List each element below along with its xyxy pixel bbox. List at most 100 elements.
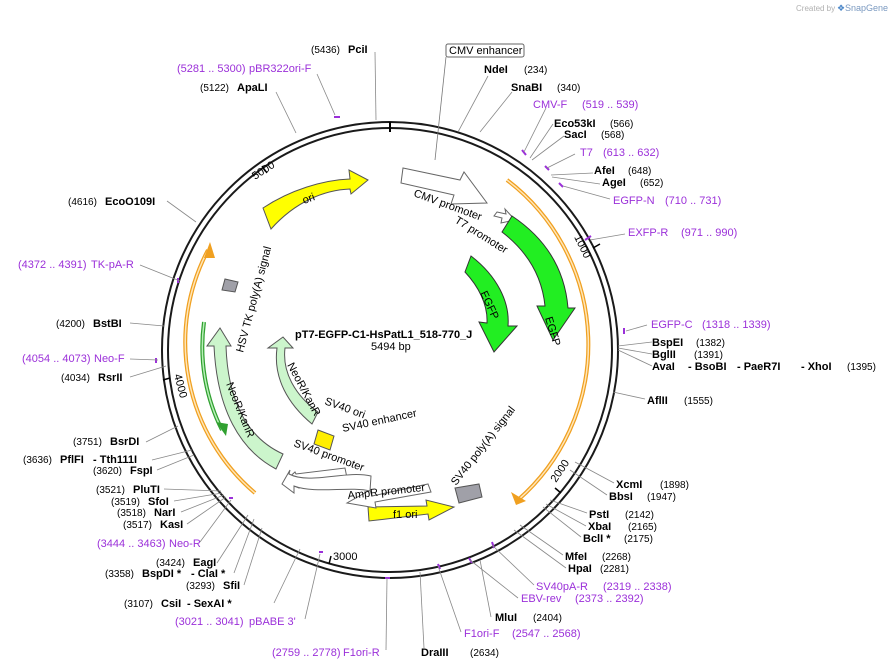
sv40-ori-label: SV40 ori	[323, 396, 367, 422]
scale-ticks	[162, 165, 601, 565]
bsobi-label: - BsoBI	[688, 361, 727, 373]
neo-r-label: Neo-R	[169, 538, 201, 550]
plasmid-length: 5494 bp	[371, 341, 411, 353]
pflfi-pos: (3636)	[23, 455, 52, 466]
pluti-label: PluTI	[133, 484, 160, 496]
cmv-f-label: CMV-F	[533, 99, 568, 111]
fspi-label: FspI	[130, 465, 153, 477]
rsrii-label: RsrII	[98, 372, 122, 384]
f1ori-f-pos: (2547 .. 2568)	[512, 628, 581, 640]
aflii-label: AflII	[647, 395, 668, 407]
tick-5000: 5000	[250, 159, 277, 182]
csii-label: CsiI	[161, 598, 181, 610]
bbsi-label: BbsI	[609, 491, 633, 503]
ebv-rev-label: EBV-rev	[521, 593, 562, 605]
bsrdi-pos: (3751)	[73, 437, 102, 448]
xcmi-pos: (1898)	[660, 480, 689, 491]
bspdi-pos: (3358)	[105, 569, 134, 580]
eco0109i-pos: (4616)	[68, 197, 97, 208]
bspei-label: BspEI	[652, 337, 683, 349]
neo-f-pos: (4054 .. 4073)	[22, 353, 91, 365]
site-labels: (5436) PciI (5281 .. 5300) pBR322ori-F (…	[18, 44, 876, 659]
mfei-label: MfeI	[565, 551, 587, 563]
psti-label: PstI	[589, 509, 609, 521]
apali-label: ApaLI	[237, 82, 268, 94]
afei-label: AfeI	[594, 165, 615, 177]
sv40-ori-box	[313, 429, 335, 451]
orf-right-arrow	[511, 492, 526, 505]
mlui-label: MluI	[495, 612, 517, 624]
sv40pa-r-label: SV40pA-R	[536, 581, 588, 593]
egfp-n-pos: (710 .. 731)	[665, 195, 721, 207]
afei-pos: (648)	[628, 166, 651, 177]
snabi-label: SnaBI	[511, 82, 542, 94]
bglii-label: BglII	[652, 349, 676, 361]
egfp-outer-arrow	[501, 215, 576, 342]
neo-f-label: Neo-F	[94, 353, 125, 365]
nari-pos: (3518)	[117, 508, 146, 519]
bcli-label: BclI *	[583, 533, 611, 545]
orf-left-arrow	[204, 242, 215, 258]
saci-label: SacI	[564, 129, 587, 141]
csii-pos: (3107)	[124, 599, 153, 610]
rsrii-pos: (4034)	[61, 373, 90, 384]
f1-ori-label: f1 ori	[393, 509, 417, 521]
hsv-tk-polya-label: HSV TK poly(A) signal	[234, 245, 274, 354]
tk-pa-r-pos: (4372 .. 4391)	[18, 259, 87, 271]
eco53ki-label: Eco53kI	[554, 118, 596, 130]
orf-green-arrow	[216, 422, 228, 436]
pbabe3-label: pBABE 3'	[249, 616, 296, 628]
nari-label: NarI	[154, 507, 175, 519]
tth111i-label: - Tth111I	[93, 454, 137, 466]
ori-arrow	[262, 169, 369, 230]
hpai-label: HpaI	[568, 563, 592, 575]
exfp-r-pos: (971 .. 990)	[681, 227, 737, 239]
tk-pa-r-label: TK-pA-R	[91, 259, 134, 271]
orf-green-arc-inner	[201, 321, 223, 431]
eco53ki-pos: (566)	[610, 119, 633, 130]
pbabe3-pos: (3021 .. 3041)	[175, 616, 244, 628]
mfei-pos: (2268)	[602, 552, 631, 563]
orf-left-arc-inner	[184, 249, 256, 494]
ndei-pos: (234)	[524, 65, 547, 76]
avai-label: AvaI	[652, 361, 675, 373]
saci-pos: (568)	[601, 130, 624, 141]
bbsi-pos: (1947)	[647, 492, 676, 503]
cmv-enhancer-label: CMV enhancer	[449, 45, 523, 57]
pcii-pos: (5436)	[311, 45, 340, 56]
draiii-label: DraIII	[421, 647, 449, 659]
snapgene-logo-icon: ❖	[837, 3, 845, 13]
xbai-pos: (2165)	[628, 522, 657, 533]
draiii-pos: (2634)	[470, 648, 499, 659]
bspdi-label: BspDI *	[142, 568, 182, 580]
hpai-pos: (2281)	[600, 564, 629, 575]
snabi-pos: (340)	[557, 83, 580, 94]
fspi-pos: (3620)	[93, 466, 122, 477]
sv40-polya-label: SV40 poly(A) signal	[449, 404, 518, 488]
pbr322-f-label: pBR322ori-F	[249, 63, 312, 75]
bspei-pos: (1382)	[696, 338, 725, 349]
apali-pos: (5122)	[200, 83, 229, 94]
f1-ori-arrow	[367, 499, 456, 522]
xcmi-label: XcmI	[616, 479, 642, 491]
neor-outer-arrow	[206, 327, 284, 470]
sfoi-label: SfoI	[148, 496, 169, 508]
bstbi-label: BstBI	[93, 318, 122, 330]
credit-text: Created by	[796, 4, 835, 13]
f1ori-r-pos: (2759 .. 2778)	[272, 647, 341, 659]
bstbi-pos: (4200)	[56, 319, 85, 330]
ndei-label: NdeI	[484, 64, 508, 76]
cmv-enhancer-box	[445, 43, 525, 58]
f1ori-f-label: F1ori-F	[464, 628, 500, 640]
ampr-promoter-arrow	[345, 483, 432, 509]
neo-r-pos: (3444 .. 3463)	[97, 538, 166, 550]
hsv-tk-polya-box	[221, 278, 239, 293]
pcii-label: PciI	[348, 44, 368, 56]
eagi-label: EagI	[193, 557, 216, 569]
sv40-polya-box	[454, 483, 483, 504]
bcli-pos: (2175)	[624, 534, 653, 545]
orf-right-arc-inner	[506, 179, 590, 501]
psti-pos: (2142)	[625, 510, 654, 521]
